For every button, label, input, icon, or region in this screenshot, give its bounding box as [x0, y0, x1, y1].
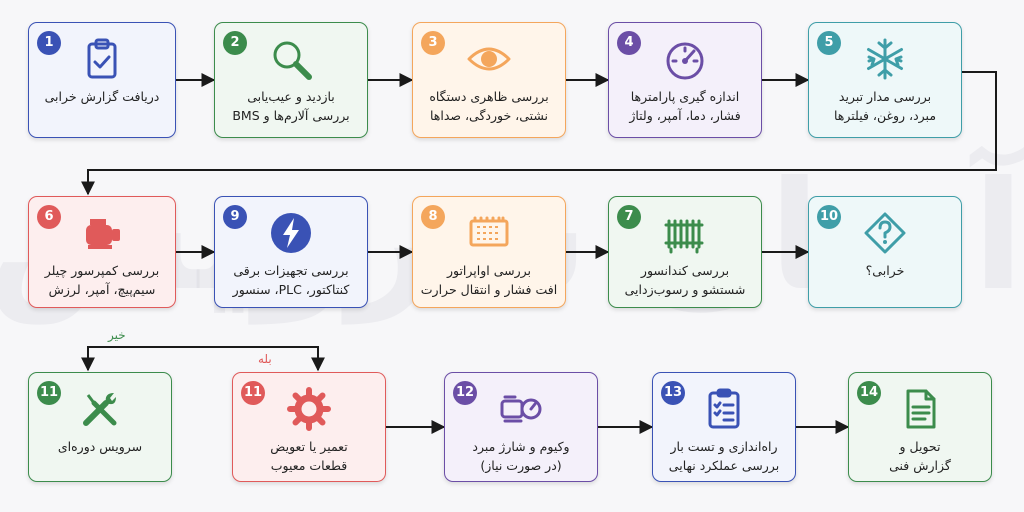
step-label-line: بررسی مدار تبرید [838, 89, 932, 104]
step-number-badge: 2 [223, 31, 247, 55]
tools-icon [29, 387, 171, 431]
step-label: تحویل و گزارش فنی [853, 437, 987, 475]
step-label: راه‌اندازی و تست بار بررسی عملکرد نهایی [657, 437, 791, 475]
gauge-icon [609, 37, 761, 81]
step-number-badge: 12 [453, 381, 477, 405]
step-label: بررسی تجهیزات برقی کنتاکتور، PLC، سنسور [219, 261, 363, 299]
document-icon [849, 387, 991, 431]
step-label: بازدید و عیب‌یابی بررسی آلارم‌ها و BMS [219, 87, 363, 125]
step-label-line: افت فشار و انتقال حرارت [420, 282, 558, 297]
step-label-line: بررسی اواپراتور [446, 263, 532, 278]
cog-icon [233, 387, 385, 431]
step-label-line: بررسی کندانسور [640, 263, 730, 278]
step-label-line: بررسی عملکرد نهایی [668, 458, 780, 473]
step-box-3: 3 بررسی ظاهری دستگاه نشتی، خوردگی، صداها [412, 22, 566, 138]
step-number-badge: 7 [617, 205, 641, 229]
step-label: وکیوم و شارژ مبرد (در صورت نیاز) [449, 437, 593, 475]
step-label-line: فشار، دما، آمپر، ولتاژ [629, 108, 741, 123]
step-label: بررسی اواپراتور افت فشار و انتقال حرارت [417, 261, 561, 299]
step-label-line: سرویس دوره‌ای [57, 439, 143, 454]
step-label-line: اندازه گیری پارامترها [630, 89, 740, 104]
step-box-7: 9 بررسی تجهیزات برقی کنتاکتور، PLC، سنسور [214, 196, 368, 308]
lightning-icon [215, 211, 367, 255]
step-label-line: مبرد، روغن، فیلترها [833, 108, 937, 123]
connector-arrow [81, 346, 200, 372]
step-box-11: 11 سرویس دوره‌ای [28, 372, 172, 482]
step-label-line: بررسی ظاهری دستگاه [429, 89, 549, 104]
step-label-line: سیم‌پیچ، آمپر، لرزش [48, 282, 156, 297]
step-label-line: (در صورت نیاز) [480, 458, 562, 473]
evaporator-icon [413, 211, 565, 255]
snowflake-icon [809, 37, 961, 81]
step-number-badge: 1 [37, 31, 61, 55]
step-number-badge: 11 [241, 381, 265, 405]
branch-label-no: خیر [108, 328, 126, 342]
step-label-line: تحویل و [899, 439, 941, 454]
step-label: بررسی مدار تبرید مبرد، روغن، فیلترها [813, 87, 957, 125]
step-box-2: 2 بازدید و عیب‌یابی بررسی آلارم‌ها و BMS [214, 22, 368, 138]
step-label-line: خرابی؟ [865, 263, 905, 278]
step-label: بررسی ظاهری دستگاه نشتی، خوردگی، صداها [417, 87, 561, 125]
step-label: بررسی کمپرسور چیلر سیم‌پیچ، آمپر، لرزش [33, 261, 171, 299]
step-box-8: 8 بررسی اواپراتور افت فشار و انتقال حرارت [412, 196, 566, 308]
step-label-line: راه‌اندازی و تست بار [670, 439, 778, 454]
step-box-13: 12 وکیوم و شارژ مبرد (در صورت نیاز) [444, 372, 598, 482]
step-number-badge: 4 [617, 31, 641, 55]
step-box-15: 14 تحویل و گزارش فنی [848, 372, 992, 482]
step-number-badge: 3 [421, 31, 445, 55]
step-label-line: دریافت گزارش خرابی [44, 89, 160, 104]
magnifier-icon [215, 37, 367, 81]
vacuum-pump-icon [445, 387, 597, 431]
step-label-line: وکیوم و شارژ مبرد [472, 439, 570, 454]
step-label: تعمیر یا تعویض قطعات معیوب [237, 437, 381, 475]
step-label-line: تعمیر یا تعویض [270, 439, 348, 454]
step-label-line: قطعات معیوب [270, 458, 348, 473]
connector-arrow [200, 346, 325, 372]
step-number-badge: 13 [661, 381, 685, 405]
step-box-9: 7 بررسی کندانسور شستشو و رسوب‌زدایی [608, 196, 762, 308]
compressor-icon [29, 211, 175, 255]
step-box-1: 1 دریافت گزارش خرابی [28, 22, 176, 138]
branch-label-yes: بله [258, 352, 272, 366]
step-number-badge: 14 [857, 381, 881, 405]
clipboard-icon [29, 37, 175, 81]
step-label-line: کنتاکتور، PLC، سنسور [232, 282, 350, 297]
step-label: دریافت گزارش خرابی [33, 87, 171, 106]
step-box-10: 10 خرابی؟ [808, 196, 962, 308]
step-number-badge: 10 [817, 205, 841, 229]
step-number-badge: 9 [223, 205, 247, 229]
step-box-6: 6 بررسی کمپرسور چیلر سیم‌پیچ، آمپر، لرزش [28, 196, 176, 308]
step-label-line: بررسی تجهیزات برقی [233, 263, 349, 278]
step-label: بررسی کندانسور شستشو و رسوب‌زدایی [613, 261, 757, 299]
step-label-line: نشتی، خوردگی، صداها [429, 108, 549, 123]
checklist-icon [653, 387, 795, 431]
step-box-4: 4 اندازه گیری پارامترها فشار، دما، آمپر، و… [608, 22, 762, 138]
radiator-icon [609, 211, 761, 255]
step-label-line: شستشو و رسوب‌زدایی [624, 282, 746, 297]
step-number-badge: 11 [37, 381, 61, 405]
step-label: سرویس دوره‌ای [33, 437, 167, 456]
eye-icon [413, 37, 565, 81]
step-box-5: 5 بررسی مدار تبرید مبرد، روغن، فیلترها [808, 22, 962, 138]
step-number-badge: 8 [421, 205, 445, 229]
step-label: خرابی؟ [813, 261, 957, 280]
question-diamond-icon [809, 211, 961, 255]
step-label-line: بازدید و عیب‌یابی [247, 89, 335, 104]
step-label-line: بررسی آلارم‌ها و BMS [232, 108, 350, 123]
step-label-line: بررسی کمپرسور چیلر [44, 263, 160, 278]
step-box-12: 11 تعمیر یا تعویض قطعات معیوب [232, 372, 386, 482]
step-box-14: 13 راه‌اندازی و تست بار بررسی عملکرد نهایی [652, 372, 796, 482]
step-label: اندازه گیری پارامترها فشار، دما، آمپر، ول… [613, 87, 757, 125]
step-number-badge: 6 [37, 205, 61, 229]
connector-arrow [81, 71, 997, 196]
step-number-badge: 5 [817, 31, 841, 55]
step-label-line: گزارش فنی [889, 458, 951, 473]
